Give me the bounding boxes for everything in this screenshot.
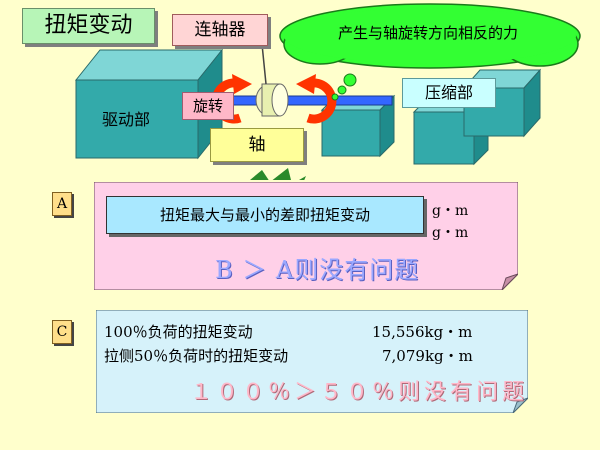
rotation-label: 旋转 — [182, 92, 234, 120]
section-c-tag: C — [52, 320, 72, 344]
row-value: 7,079kg・m — [382, 347, 473, 365]
page-title: 扭矩变动 — [22, 8, 155, 44]
counter-force-arrow-right — [296, 74, 337, 124]
row-label: 100％负荷的扭矩变动 — [104, 323, 253, 341]
torque-definition-box: 扭矩最大与最小的差即扭矩变动 — [106, 196, 424, 234]
force-note: 产生与轴旋转方向相反的力 — [337, 24, 518, 42]
section-a-units: g・m g・m — [432, 200, 468, 244]
section-c-conclusion: １００％＞５０％则没有问题 — [190, 380, 529, 405]
torque-diagram — [74, 3, 581, 180]
list-item: 100％负荷的扭矩变动 15,556kg・m — [104, 320, 504, 344]
shaft — [211, 95, 393, 106]
force-callout-cloud — [279, 3, 581, 101]
coupling — [255, 83, 289, 117]
list-item: 拉侧50％负荷时的扭矩变动 7,079kg・m — [104, 344, 504, 368]
section-c-panel — [96, 310, 528, 413]
row-value: 15,556kg・m — [372, 323, 473, 341]
unit-row: g・m — [432, 225, 469, 241]
starburst — [250, 168, 306, 180]
row-label: 拉侧50％负荷时的扭矩变动 — [104, 347, 289, 365]
section-a-conclusion: B ＞ A则没有问题 — [215, 256, 420, 284]
coupling-label: 连轴器 — [172, 14, 268, 46]
compressor-label: 压缩部 — [402, 78, 496, 108]
section-c-rows: 100％负荷的扭矩变动 15,556kg・m 拉侧50％负荷时的扭矩变动 7,0… — [104, 320, 504, 368]
unit-row: g・m — [432, 203, 469, 219]
shaft-label: 轴 — [210, 128, 304, 162]
drive-unit-label: 驱动部 — [102, 110, 151, 129]
section-a-tag: A — [52, 192, 72, 216]
